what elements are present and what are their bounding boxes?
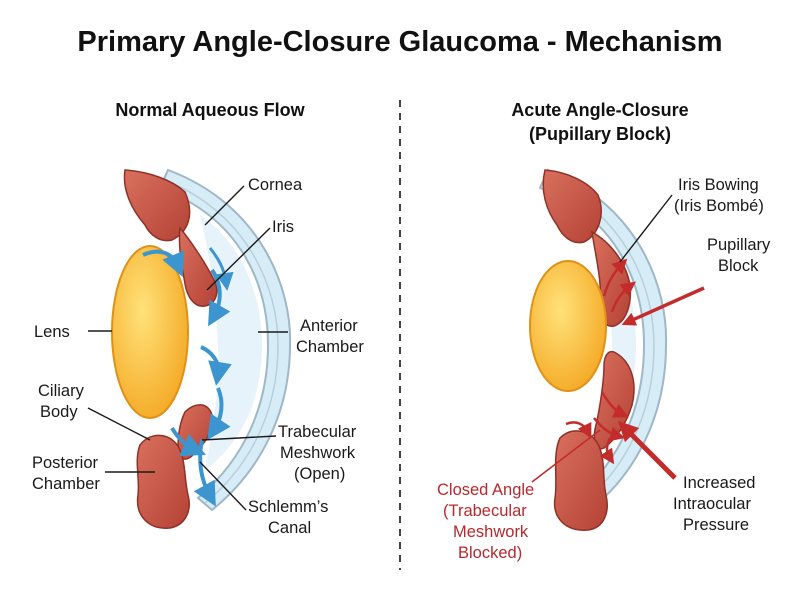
- page-title: Primary Angle-Closure Glaucoma - Mechani…: [77, 26, 723, 58]
- left-flow-arrow-6: [193, 439, 216, 507]
- label-trabecular-2: Meshwork: [280, 444, 356, 462]
- leader-schlemms-canal: [199, 461, 247, 511]
- label-closed-angle-2: (Trabecular: [443, 502, 527, 520]
- left-flow-arrow-7: [208, 247, 234, 291]
- left-flow-arrow-2: [208, 268, 231, 327]
- label-increased-iop-2: Intraocular: [673, 495, 751, 513]
- right-lens: [529, 260, 607, 392]
- label-closed-angle-4: Blocked): [458, 544, 522, 562]
- label-closed-angle-1: Closed Angle: [437, 481, 534, 499]
- label-ciliary-body-2: Body: [40, 403, 78, 421]
- left-panel-title: Normal Aqueous Flow: [115, 100, 305, 120]
- label-anterior-chamber-1: Anterior: [300, 317, 358, 335]
- label-posterior-chamber-1: Posterior: [32, 454, 99, 472]
- leader-ciliary-body: [87, 407, 151, 441]
- leader-iris-bowing: [619, 194, 673, 263]
- leader-closed-angle: [531, 429, 601, 483]
- label-schlemms-canal-2: Canal: [268, 519, 311, 537]
- right-pressure-arrow-5: [565, 421, 592, 439]
- right-pressure-arrow-3: [600, 391, 629, 418]
- right-pressure-arrow-4: [593, 417, 626, 442]
- label-pupillary-block-1: Pupillary: [707, 236, 771, 254]
- label-lens: Lens: [34, 323, 70, 341]
- label-posterior-chamber-2: Chamber: [32, 475, 100, 493]
- pupillary-block-arrow: [621, 286, 705, 326]
- right-cornea-inner-line: [544, 179, 655, 504]
- label-iris-bowing-1: Iris Bowing: [678, 176, 759, 194]
- label-schlemms-canal-1: Schlemm’s: [248, 498, 328, 516]
- label-trabecular-3: (Open): [294, 465, 345, 483]
- increased-pressure-arrow: [617, 420, 677, 480]
- label-cornea: Cornea: [248, 176, 303, 194]
- label-anterior-chamber-2: Chamber: [296, 338, 364, 356]
- left-flow-arrow-3: [200, 345, 232, 386]
- leader-iris: [206, 227, 271, 291]
- label-increased-iop-3: Pressure: [683, 516, 749, 534]
- right-panel-title-line-2: (Pupillary Block): [528, 124, 672, 144]
- right-upper-tissue: [542, 169, 602, 244]
- right-lower-tissue: [553, 430, 608, 531]
- leader-cornea: [204, 185, 245, 226]
- left-flow-arrow-4: [207, 387, 231, 440]
- right-pressure-arrow-2: [610, 281, 636, 313]
- right-pressure-arrow-6: [599, 437, 615, 465]
- label-ciliary-body-1: Ciliary: [38, 382, 85, 400]
- left-iris-lower: [177, 404, 213, 460]
- label-pupillary-block-2: Block: [718, 257, 759, 275]
- leader-trabecular-meshwork: [201, 435, 277, 441]
- label-trabecular-1: Trabecular: [278, 423, 357, 441]
- label-iris-bowing-2: (Iris Bombé): [674, 197, 764, 215]
- left-lower-tissue: [136, 434, 190, 529]
- left-eye: Cornea Iris Lens Anterior Chamber Ciliar…: [32, 168, 364, 537]
- left-upper-tissue: [123, 169, 191, 242]
- label-closed-angle-3: Meshwork: [453, 523, 529, 541]
- right-panel-title-line-1: Acute Angle-Closure: [511, 100, 689, 120]
- left-cornea-inner-line: [164, 179, 279, 504]
- left-lens: [111, 245, 189, 419]
- label-increased-iop-1: Increased: [683, 474, 755, 492]
- right-eye: Iris Bowing (Iris Bombé) Pupillary Block…: [437, 168, 771, 562]
- left-flow-arrow-5: [170, 426, 206, 457]
- label-iris: Iris: [272, 218, 294, 236]
- right-panel-title: Acute Angle-Closure (Pupillary Block): [460, 98, 740, 146]
- left-flow-arrow-1: [142, 249, 185, 278]
- right-pressure-arrow-1: [602, 258, 628, 297]
